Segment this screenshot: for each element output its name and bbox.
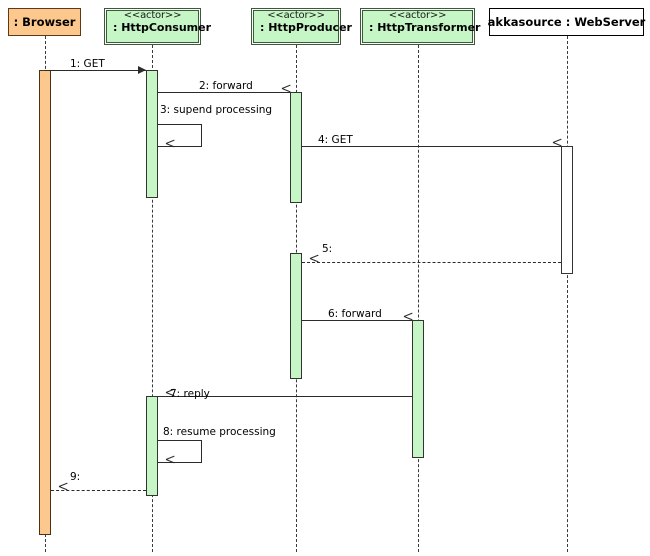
activation-httptransformer: [412, 320, 424, 458]
message-arrowhead-4: [552, 138, 562, 151]
lifeline-httptransformer: [418, 45, 419, 552]
activation-httpproducer-2: [290, 253, 302, 379]
message-selfloop-3: [158, 124, 202, 147]
message-arrowhead-5: [301, 254, 319, 267]
message-label-9: 9:: [70, 471, 81, 483]
message-arrow-2: [158, 92, 290, 93]
message-arrow-7: [158, 396, 412, 397]
message-arrow-4: [302, 146, 561, 147]
message-arrow-6: [302, 320, 412, 321]
activation-webserver: [561, 146, 573, 274]
message-label-7: 7: reply: [170, 388, 210, 400]
participant-stereotype-httptransformer: <<actor>>: [388, 10, 447, 21]
participant-header-httptransformer[interactable]: <<actor>> : HttpTransformer: [360, 8, 481, 45]
participant-name-httpproducer: : HttpProducer: [260, 20, 352, 34]
participant-name-httptransformer: : HttpTransformer: [369, 20, 481, 34]
message-label-5: 5:: [322, 243, 333, 255]
message-arrowhead-6: [403, 312, 413, 325]
message-arrowhead-7: [157, 388, 175, 401]
message-arrow-9: [51, 490, 146, 491]
participant-stereotype-httpconsumer: <<actor>>: [123, 10, 182, 21]
message-label-8: 8: resume processing: [163, 426, 276, 438]
message-arrowhead-9: [50, 482, 68, 495]
lifeline-webserver: [567, 36, 568, 552]
participant-name-webserver: akkasource : WebServer: [487, 14, 646, 29]
activation-httpconsumer-2: [146, 396, 158, 496]
activation-browser: [39, 70, 51, 535]
message-label-4: 4: GET: [318, 134, 353, 146]
participant-header-browser[interactable]: : Browser: [8, 8, 81, 36]
lifeline-httpconsumer: [152, 45, 153, 552]
message-arrow-1: [45, 70, 146, 71]
activation-httpproducer-1: [290, 92, 302, 203]
message-arrowhead-2: [281, 84, 291, 97]
participant-stereotype-httpproducer: <<actor>>: [267, 10, 325, 21]
message-label-6: 6: forward: [328, 308, 382, 320]
message-arrowhead-3: [157, 139, 175, 152]
activation-httpconsumer-1: [146, 70, 158, 198]
message-arrow-5: [302, 262, 561, 263]
participant-header-httpconsumer[interactable]: <<actor>> : HttpConsumer: [104, 8, 212, 45]
message-label-1: 1: GET: [70, 58, 105, 70]
message-selfloop-8: [158, 440, 202, 463]
message-label-3: 3: supend processing: [160, 104, 273, 116]
participant-name-httpconsumer: : HttpConsumer: [113, 20, 212, 34]
message-arrowhead-8: [157, 455, 175, 468]
message-arrowhead-1: [138, 66, 146, 74]
participant-header-httpproducer[interactable]: <<actor>> : HttpProducer: [251, 8, 352, 45]
participant-header-webserver[interactable]: akkasource : WebServer: [487, 8, 646, 36]
participant-name-browser: : Browser: [13, 14, 76, 29]
message-label-2: 2: forward: [199, 80, 253, 92]
